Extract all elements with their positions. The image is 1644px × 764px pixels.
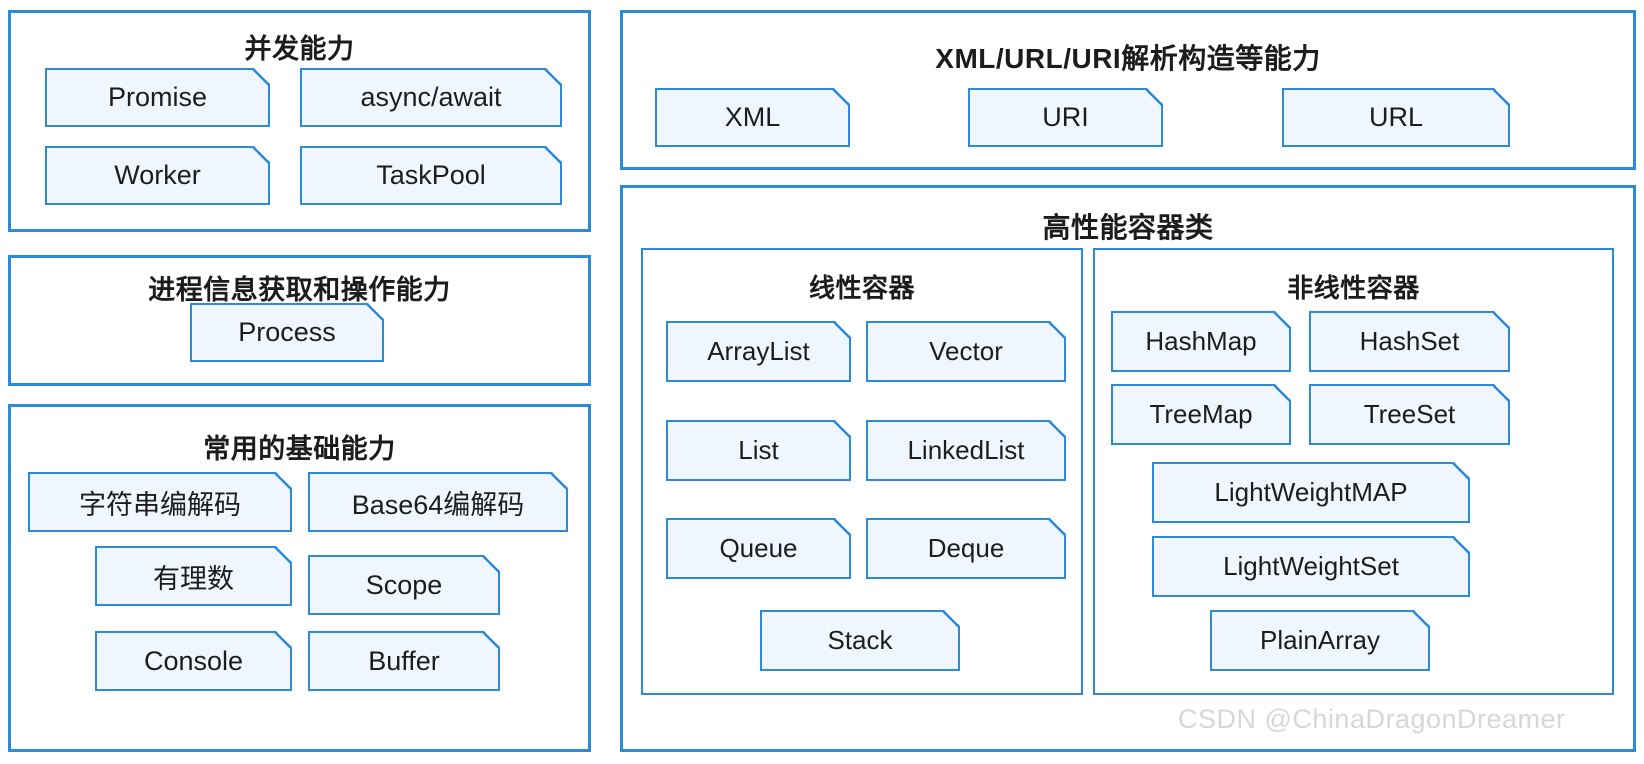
note-xml-label: XML <box>724 102 781 132</box>
note-uri-label: URI <box>1042 102 1089 132</box>
note-list-label: List <box>738 435 779 465</box>
note-string-codec-label: 字符串编解码 <box>79 489 241 520</box>
note-treemap[interactable]: TreeMap <box>1111 384 1291 445</box>
note-base64-codec-label: Base64编解码 <box>351 489 525 520</box>
note-string-codec[interactable]: 字符串编解码 <box>28 472 292 532</box>
panel-basic-title: 常用的基础能力 <box>203 434 396 464</box>
note-buffer[interactable]: Buffer <box>308 631 500 691</box>
note-scope-label: Scope <box>365 569 443 600</box>
note-async-await[interactable]: async/await <box>300 68 562 127</box>
panel-containers-title: 高性能容器类 <box>1042 212 1214 243</box>
note-plainarray[interactable]: PlainArray <box>1210 610 1430 671</box>
note-process[interactable]: Process <box>190 303 384 362</box>
note-scope[interactable]: Scope <box>308 555 500 615</box>
note-stack[interactable]: Stack <box>760 610 960 671</box>
note-hashset[interactable]: HashSet <box>1309 311 1510 372</box>
note-arraylist[interactable]: ArrayList <box>666 321 851 382</box>
note-treeset[interactable]: TreeSet <box>1309 384 1510 445</box>
note-promise-label: Promise <box>107 82 208 112</box>
note-deque[interactable]: Deque <box>866 518 1066 579</box>
panel-parsing-title: XML/URL/URI解析构造等能力 <box>935 43 1321 74</box>
note-deque-label: Deque <box>927 533 1005 563</box>
note-worker[interactable]: Worker <box>45 146 270 205</box>
note-rational-number-label: 有理数 <box>153 563 234 594</box>
note-uri[interactable]: URI <box>968 88 1163 147</box>
note-lightweightset-label: LightWeightSet <box>1223 551 1399 581</box>
note-queue[interactable]: Queue <box>666 518 851 579</box>
note-hashset-label: HashSet <box>1359 326 1460 356</box>
note-treemap-label: TreeMap <box>1149 399 1253 429</box>
note-lightweightmap[interactable]: LightWeightMAP <box>1152 462 1470 523</box>
note-lightweightmap-label: LightWeightMAP <box>1214 477 1408 507</box>
note-plainarray-label: PlainArray <box>1260 625 1380 655</box>
watermark-text: CSDN @ChinaDragonDreamer <box>1178 704 1566 734</box>
note-xml[interactable]: XML <box>655 88 850 147</box>
note-list[interactable]: List <box>666 420 851 481</box>
note-buffer-label: Buffer <box>368 645 440 676</box>
note-rational-number[interactable]: 有理数 <box>95 546 292 606</box>
note-worker-label: Worker <box>114 160 201 190</box>
note-console[interactable]: Console <box>95 631 292 691</box>
note-process-label: Process <box>238 317 336 347</box>
note-queue-label: Queue <box>719 533 798 563</box>
note-hashmap-label: HashMap <box>1145 326 1257 356</box>
note-promise[interactable]: Promise <box>45 68 270 127</box>
note-stack-label: Stack <box>827 625 893 655</box>
panel-nonlinear-containers-title: 非线性容器 <box>1287 273 1420 303</box>
note-async-await-label: async/await <box>360 82 502 112</box>
note-taskpool[interactable]: TaskPool <box>300 146 562 205</box>
note-url-label: URL <box>1368 102 1423 132</box>
note-taskpool-label: TaskPool <box>376 160 486 190</box>
note-console-label: Console <box>143 645 244 676</box>
note-treeset-label: TreeSet <box>1363 399 1456 429</box>
note-linkedlist-label: LinkedList <box>907 435 1025 465</box>
note-arraylist-label: ArrayList <box>707 336 810 366</box>
note-linkedlist[interactable]: LinkedList <box>866 420 1066 481</box>
panel-concurrency-title: 并发能力 <box>244 34 355 64</box>
note-hashmap[interactable]: HashMap <box>1111 311 1291 372</box>
note-vector-label: Vector <box>929 336 1003 366</box>
note-url[interactable]: URL <box>1282 88 1510 147</box>
note-vector[interactable]: Vector <box>866 321 1066 382</box>
note-lightweightset[interactable]: LightWeightSet <box>1152 536 1470 597</box>
panel-linear-containers-title: 线性容器 <box>808 273 915 303</box>
panel-process-title: 进程信息获取和操作能力 <box>148 275 451 305</box>
note-base64-codec[interactable]: Base64编解码 <box>308 472 568 532</box>
